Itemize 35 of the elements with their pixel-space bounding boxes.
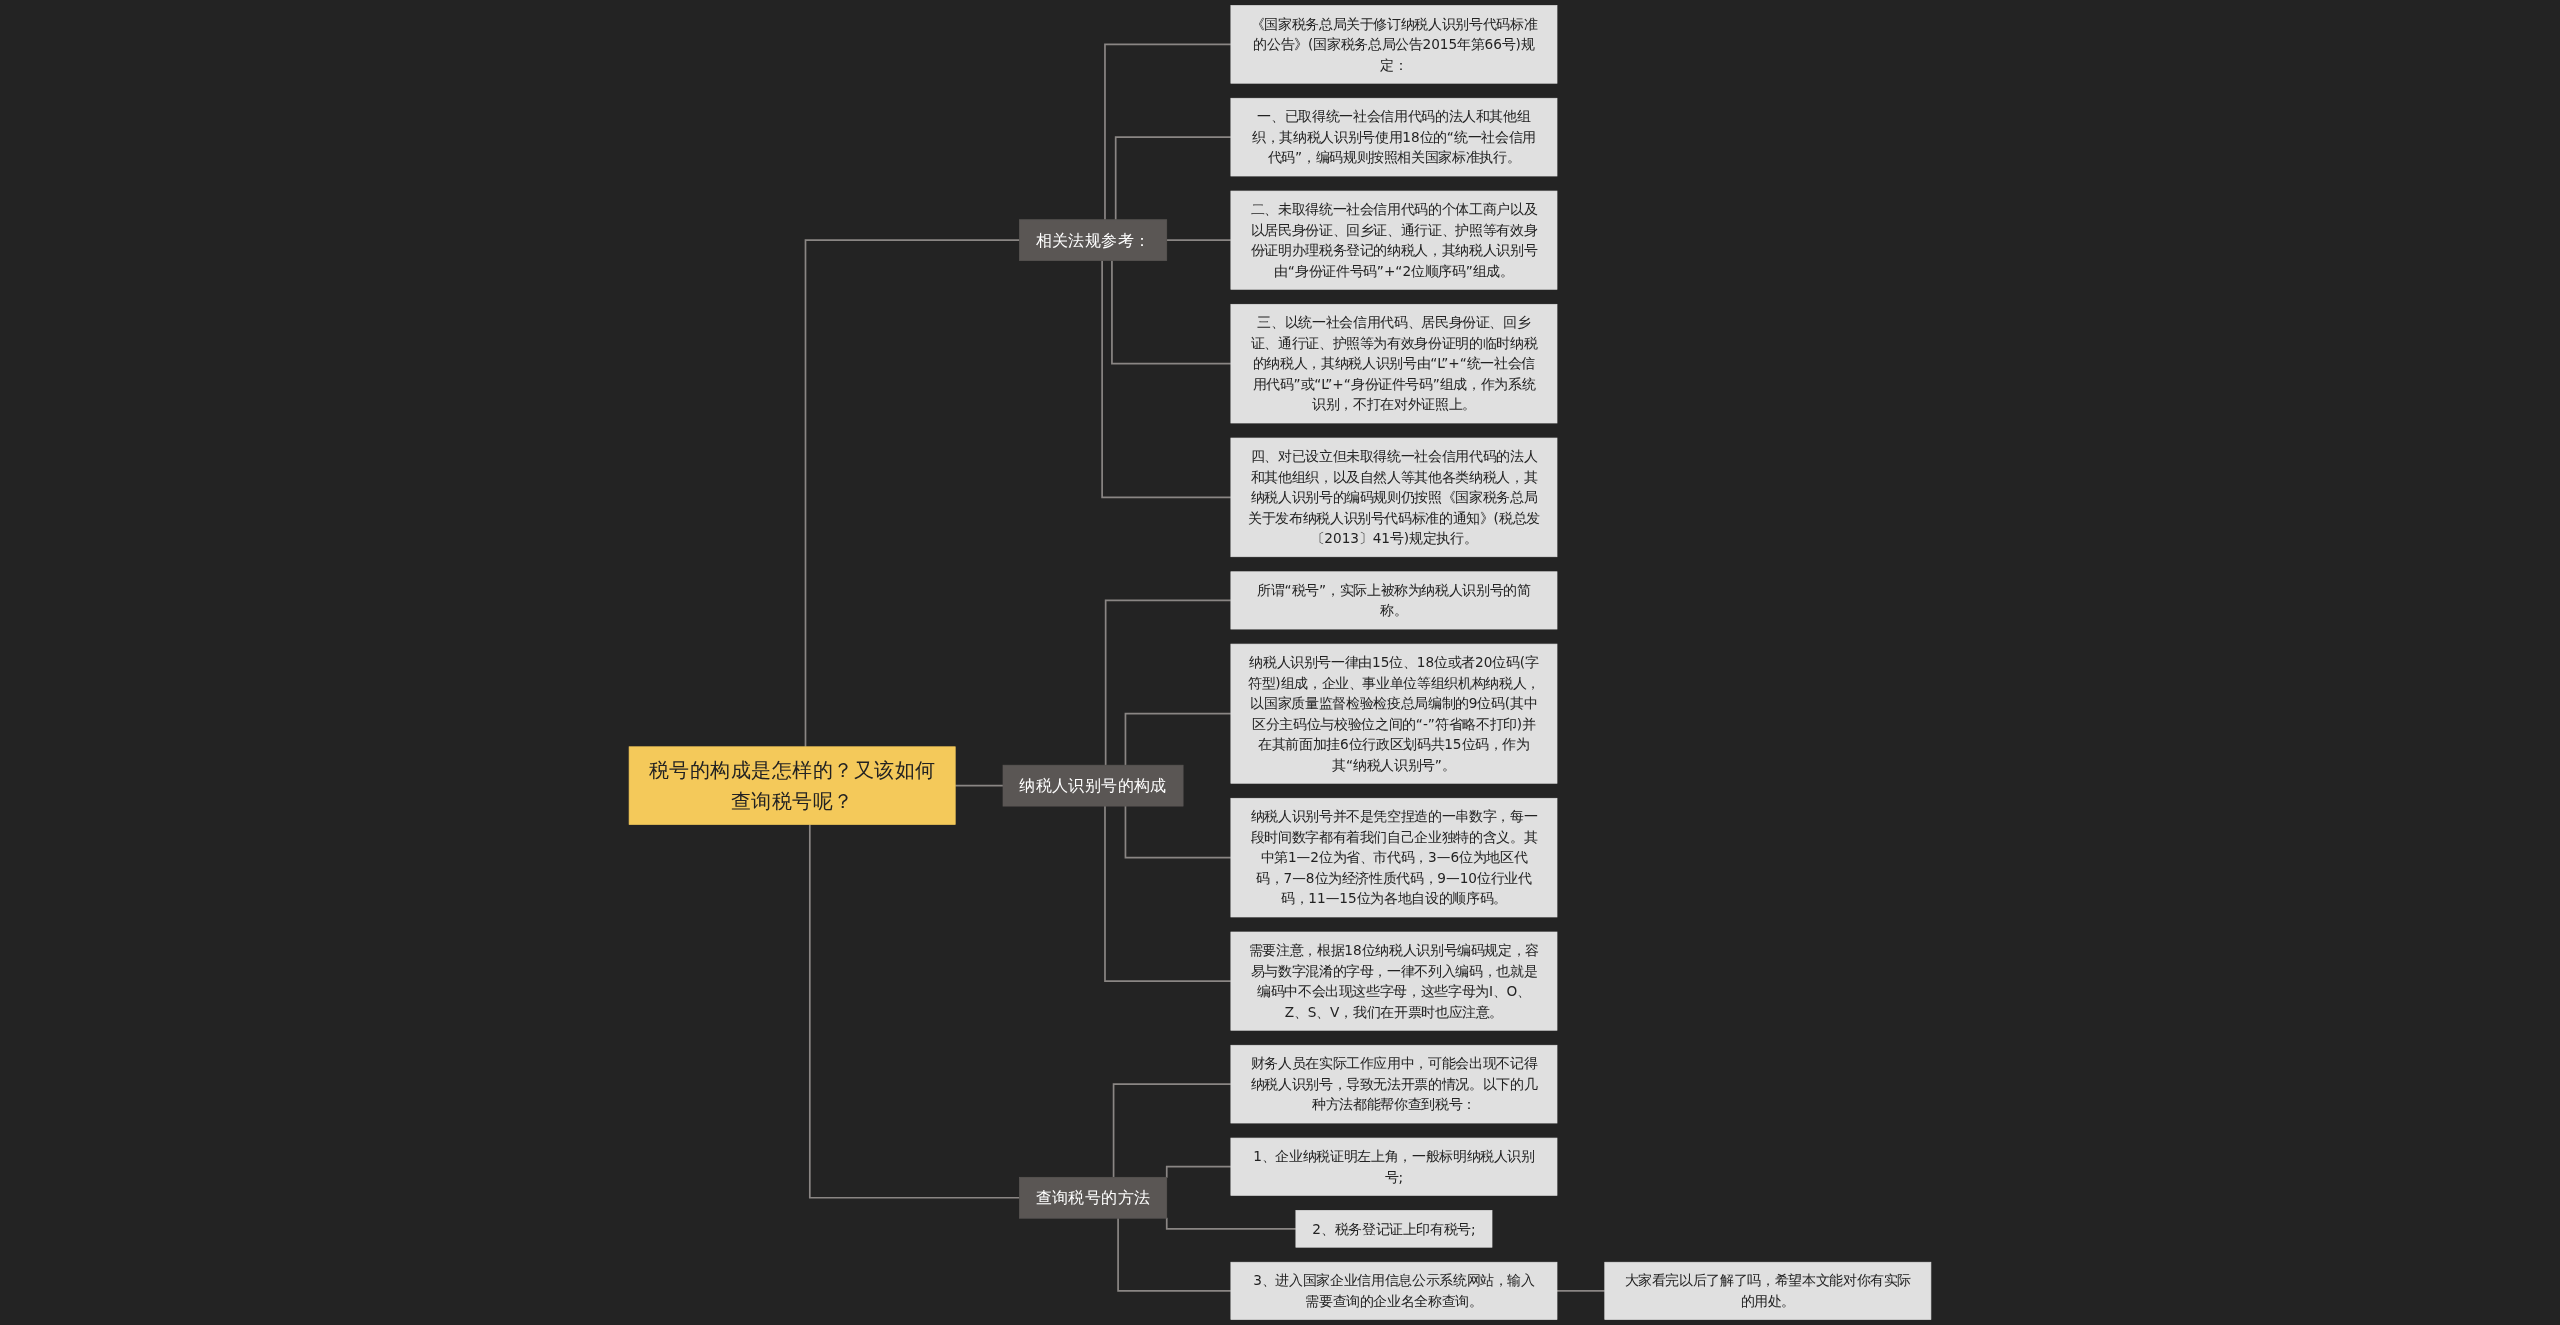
node-box: 纳税人识别号并不是凭空捏造的一串数字，每一段时间数字都有着我们自己企业独特的含义。其中第1—2位为省、市代码，3—6位为地区代码，7—8位为经济性质代码，9—10位行业代码，11—15位为各地自设的顺序码。 [1230, 797, 1558, 918]
node-box: 纳税人识别号的构成 [1002, 764, 1184, 807]
connector [1104, 43, 1232, 221]
connector [1556, 1290, 1606, 1292]
node-box: 大家看完以后了解了吗，希望本文能对你有实际的用处。 [1604, 1261, 1932, 1320]
connector [1104, 805, 1232, 982]
connector [804, 239, 1021, 748]
connector [1112, 1083, 1232, 1179]
connector [1104, 599, 1232, 767]
connector [808, 823, 1021, 1199]
node-box: 相关法规参考： [1019, 219, 1168, 261]
node-box: 税号的构成是怎样的？又该如何查询税号呢？ [628, 746, 956, 825]
connector [1165, 1165, 1232, 1179]
node-box: 所谓“税号”，实际上被称为纳税人识别号的简称。 [1230, 571, 1558, 630]
node-box: 四、对已设立但未取得统一社会信用代码的法人和其他组织，以及自然人等其他各类纳税人，其纳税人识别号的编码规则仍按照《国家税务总局关于发布纳税人识别号代码标准的通知》(税总发〔2013〕41号)规定执行。 [1230, 437, 1558, 558]
node-box: 一、已取得统一社会信用代码的法人和其他组织，其纳税人识别号使用18位的“统一社会信用代码”，编码规则按照相关国家标准执行。 [1230, 97, 1558, 177]
node-box: 二、未取得统一社会信用代码的个体工商户以及以居民身份证、回乡证、通行证、护照等有效身份证明办理税务登记的纳税人，其纳税人识别号由“身份证件号码”+“2位顺序码”组成。 [1230, 190, 1558, 290]
node-box: 《国家税务总局关于修订纳税人识别号代码标准的公告》(国家税务总局公告2015年第66号)规定： [1230, 5, 1558, 84]
connector [1101, 259, 1232, 499]
node-box: 查询税号的方法 [1019, 1176, 1168, 1219]
connector [1165, 1216, 1297, 1230]
node-box: 需要注意，根据18位纳税人识别号编码规定，容易与数字混淆的字母，一律不列入编码，也就是编码中不会出现这些字母，这些字母为I、O、Z、S、V，我们在开票时也应注意。 [1230, 931, 1558, 1031]
connector [1114, 136, 1232, 221]
node-box: 2、税务登记证上印有税号; [1295, 1210, 1493, 1248]
connector [1111, 259, 1232, 365]
connector [954, 784, 1004, 787]
connector [1124, 712, 1232, 767]
node-box: 纳税人识别号一律由15位、18位或者20位码(字符型)组成，企业、事业单位等组织机构纳税人，以国家质量监督检验检疫总局编制的9位码(其中区分主码位与校验位之间的“-”符省略不打印)并在其前面加挂6位行政区划码共15位码，作为其“纳税人识别号”。 [1230, 643, 1558, 784]
node-box: 财务人员在实际工作应用中，可能会出现不记得纳税人识别号，导致无法开票的情况。以下的几种方法都能帮你查到税号： [1230, 1044, 1558, 1124]
node-box: 3、进入国家企业信用信息公示系统网站，输入需要查询的企业名全称查询。 [1230, 1261, 1558, 1320]
node-box: 三、以统一社会信用代码、居民身份证、回乡证、通行证、护照等为有效身份证明的临时纳税的纳税人，其纳税人识别号由“L”+“统一社会信用代码”或“L”+“身份证件号码”组成，作为系统识别，不打在对外证照上。 [1230, 303, 1558, 424]
connector [1124, 805, 1232, 859]
node-box: 1、企业纳税证明左上角，一般标明纳税人识别号; [1230, 1137, 1558, 1196]
connector [1165, 239, 1232, 241]
connector [1117, 1217, 1232, 1292]
